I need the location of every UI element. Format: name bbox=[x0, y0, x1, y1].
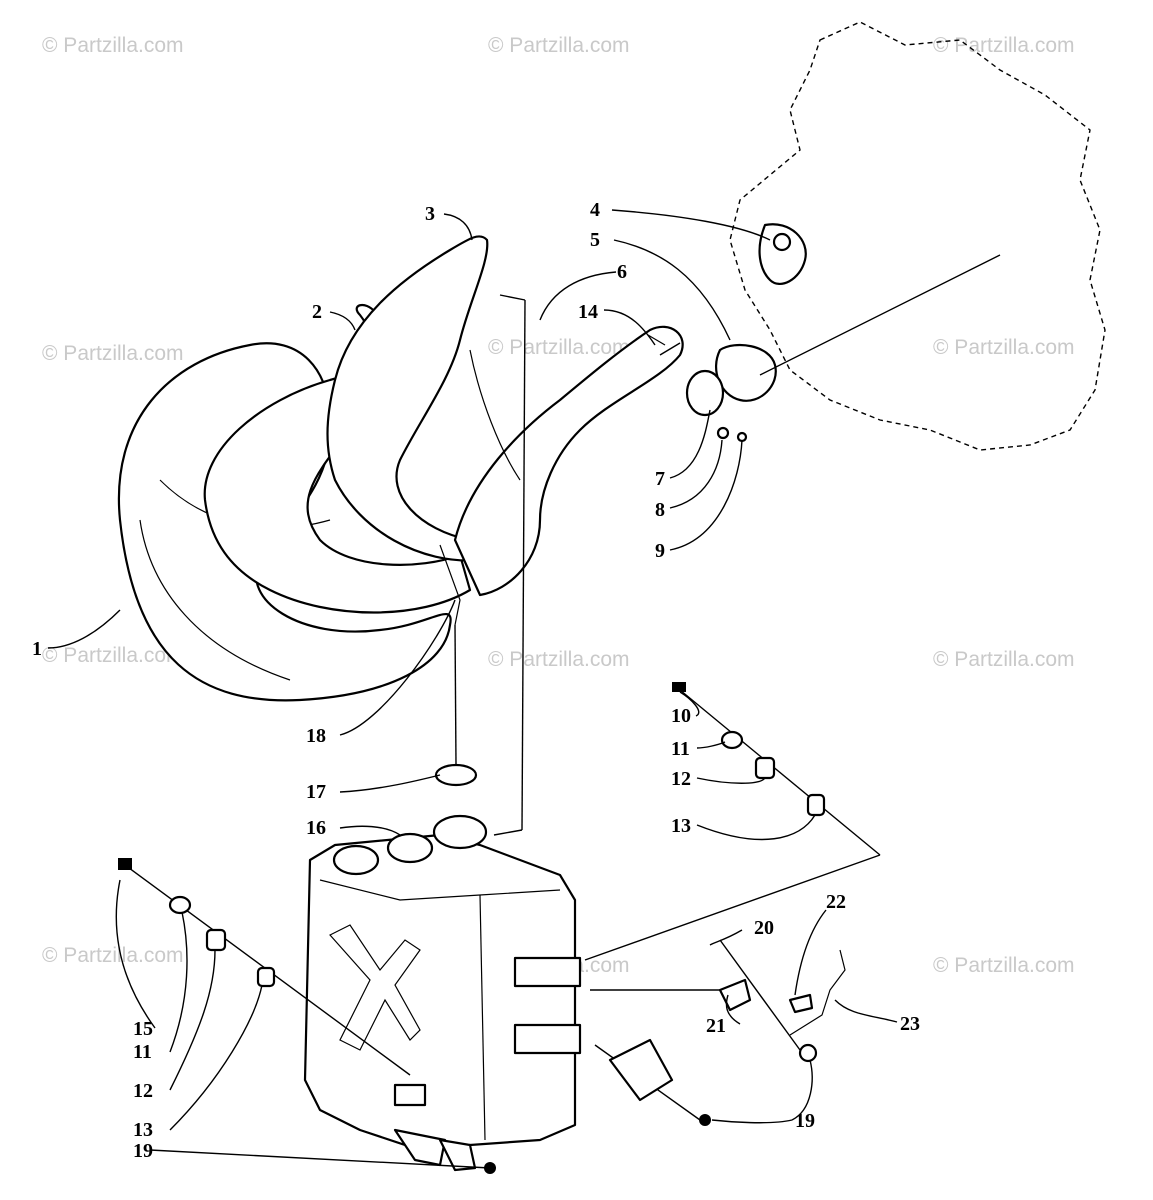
callout-number: 17 bbox=[306, 781, 326, 803]
bushing bbox=[754, 756, 776, 780]
watermark: © Partzilla.com bbox=[488, 34, 630, 57]
watermark: © Partzilla.com bbox=[488, 648, 630, 671]
washer bbox=[716, 426, 730, 440]
watermark: © Partzilla.com bbox=[488, 336, 630, 359]
callout-number: 6 bbox=[617, 261, 627, 283]
watermark: © Partzilla.com bbox=[933, 34, 1075, 57]
bolt bbox=[672, 682, 686, 692]
callout-number: 14 bbox=[578, 301, 598, 323]
bolt bbox=[118, 858, 132, 870]
watermark: © Partzilla.com bbox=[933, 954, 1075, 977]
manifold-group bbox=[659, 223, 1001, 443]
callout-number: 16 bbox=[306, 817, 326, 839]
manifold-port bbox=[772, 232, 792, 252]
callout-number: 11 bbox=[133, 1041, 152, 1063]
spring bbox=[647, 334, 666, 346]
watermark: © Partzilla.com bbox=[42, 944, 184, 967]
spacer bbox=[256, 966, 276, 988]
watermark: © Partzilla.com bbox=[42, 34, 184, 57]
spring bbox=[789, 949, 846, 1036]
engine-outline bbox=[729, 21, 1106, 451]
muffler bbox=[303, 833, 577, 1152]
muffler-inlet bbox=[386, 832, 434, 864]
callout-number: 20 bbox=[754, 917, 774, 939]
muffler-inlet bbox=[332, 844, 380, 876]
callout-number: 10 bbox=[671, 705, 691, 727]
callout-number: 13 bbox=[133, 1119, 153, 1141]
callout-number: 9 bbox=[655, 540, 665, 562]
watermark: © Partzilla.com bbox=[933, 336, 1075, 359]
seal-ring bbox=[685, 369, 725, 417]
callout-number: 19 bbox=[795, 1110, 815, 1132]
washer bbox=[168, 895, 192, 915]
grommet bbox=[434, 763, 478, 787]
callout-number: 5 bbox=[590, 229, 600, 251]
watermark: © Partzilla.com bbox=[933, 648, 1075, 671]
callout-number: 7 bbox=[655, 468, 665, 490]
callout-number: 8 bbox=[655, 499, 665, 521]
clip bbox=[788, 993, 814, 1014]
callout-number: 3 bbox=[425, 203, 435, 225]
callout-number: 11 bbox=[671, 738, 690, 760]
spacer bbox=[806, 793, 826, 817]
callout-number: 22 bbox=[826, 891, 846, 913]
callout-number: 21 bbox=[706, 1015, 726, 1037]
nut bbox=[699, 1114, 711, 1126]
clamp bbox=[718, 978, 752, 1012]
mount-bracket bbox=[513, 1023, 582, 1055]
spring bbox=[439, 544, 461, 626]
washer bbox=[720, 730, 744, 750]
callout-number: 12 bbox=[133, 1080, 153, 1102]
watermark: © Partzilla.com bbox=[42, 644, 184, 667]
nut bbox=[484, 1162, 496, 1174]
exhaust-coupler bbox=[715, 343, 777, 402]
exhaust-manifold bbox=[758, 223, 807, 285]
exhaust-pipe-assembly bbox=[117, 235, 684, 836]
callout-number: 12 bbox=[671, 768, 691, 790]
hardware bbox=[118, 334, 881, 1174]
callout-number: 1 bbox=[32, 638, 42, 660]
callout-number: 18 bbox=[306, 725, 326, 747]
mount-bracket bbox=[393, 1083, 427, 1107]
callout-number: 4 bbox=[590, 199, 600, 221]
callout-number: 2 bbox=[312, 301, 322, 323]
callout-number: 19 bbox=[133, 1140, 153, 1162]
callouts: 1 2 3 4 5 6 14 7 8 9 10 11 12 13 18 17 1… bbox=[32, 199, 920, 1162]
callout-number: 15 bbox=[133, 1018, 153, 1040]
callout-leaders bbox=[47, 209, 898, 1131]
bushing bbox=[205, 928, 227, 952]
callout-number: 23 bbox=[900, 1013, 920, 1035]
heat-shield bbox=[608, 1038, 674, 1102]
head-pipe bbox=[453, 325, 684, 597]
y-pipe bbox=[326, 235, 489, 562]
watermark: © Partzilla.com bbox=[42, 342, 184, 365]
callout-number: 13 bbox=[671, 815, 691, 837]
mount-bracket bbox=[513, 956, 582, 988]
nut bbox=[736, 431, 748, 443]
outlet-tube bbox=[438, 1138, 477, 1172]
muffler-inlet bbox=[432, 814, 488, 850]
nut bbox=[798, 1043, 818, 1063]
muffler-group bbox=[303, 763, 582, 1172]
